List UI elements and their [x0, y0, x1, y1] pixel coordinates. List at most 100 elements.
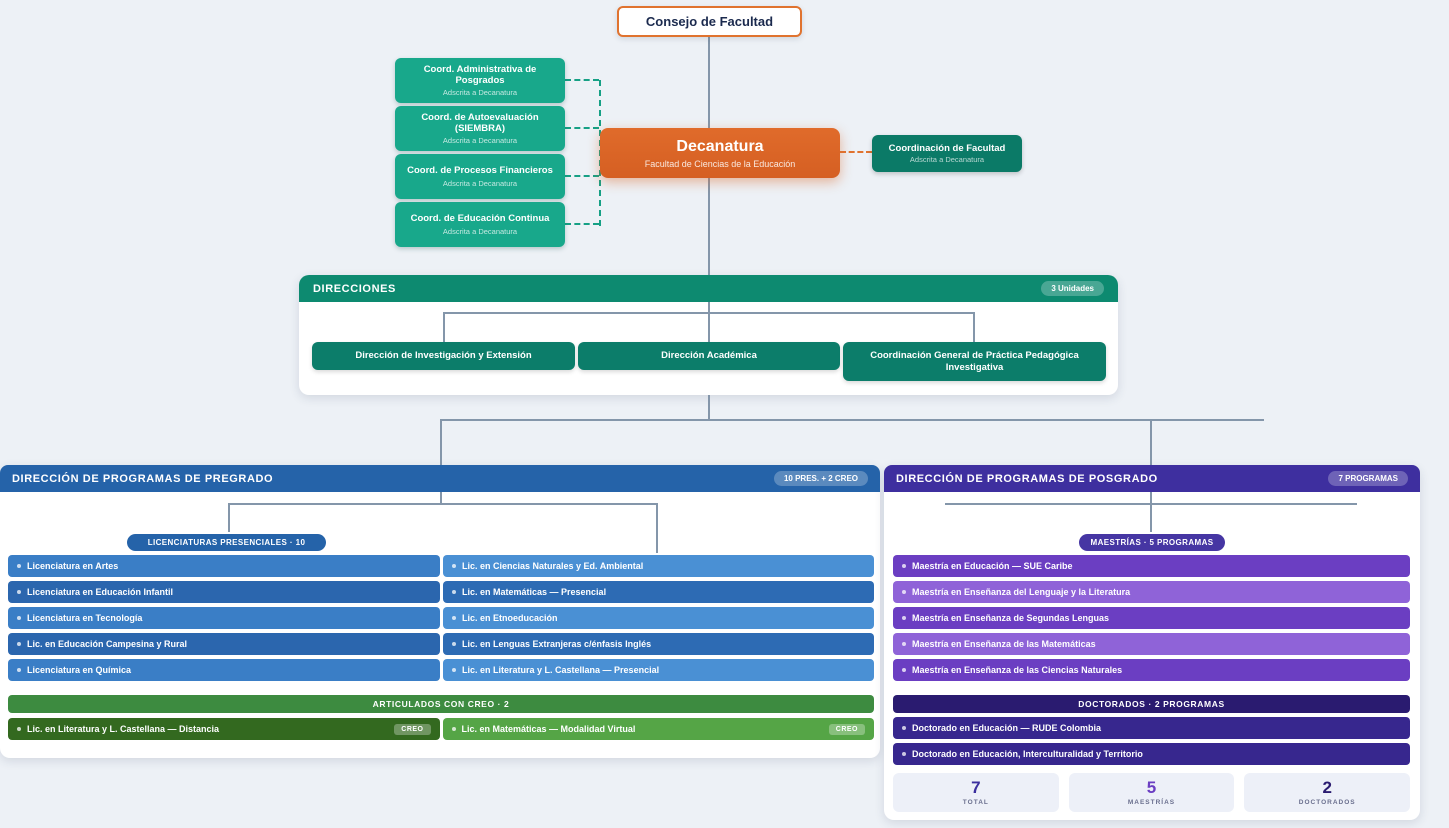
program-label: Licenciatura en Educación Infantil [27, 587, 174, 597]
program-label: Maestría en Educación — SUE Caribe [912, 561, 1073, 571]
program-item: Lic. en Matemáticas — Presencial [443, 581, 874, 603]
unit-coordinacion-practica-pedagogica: Coordinación General de Práctica Pedagóg… [843, 342, 1106, 381]
pregrado-count-badge: 10 PRES. + 2 CREO [773, 471, 868, 486]
stat-value: 2 [1322, 778, 1332, 797]
connector-line [228, 503, 230, 532]
dashed-connector-teal [565, 175, 599, 177]
program-item: Maestría en Enseñanza de las Matemáticas [893, 633, 1410, 655]
dashed-connector-teal [565, 127, 599, 129]
direcciones-count-badge: 3 Unidades [1041, 281, 1104, 296]
program-label: Maestría en Enseñanza de las Matemáticas [912, 639, 1096, 649]
node-consejo-de-facultad: Consejo de Facultad [617, 6, 802, 37]
dashed-connector-teal [565, 223, 599, 225]
creo-badge: CREO [828, 723, 865, 735]
node-coord-procesos-financieros: Coord. de Procesos Financieros Adscrita … [395, 154, 565, 199]
bullet-icon [451, 727, 456, 731]
node-subtitle: Adscrita a Decanatura [442, 226, 518, 236]
stat-label: DOCTORADOS [1298, 799, 1356, 806]
program-label: Maestría en Enseñanza del Lenguaje y la … [912, 587, 1131, 597]
program-label: Licenciatura en Tecnología [27, 613, 143, 623]
program-label: Lic. en Etnoeducación [462, 613, 558, 623]
maestrias-label: MAESTRÍAS · 5 PROGRAMAS [1079, 534, 1225, 551]
node-coord-educacion-continua: Coord. de Educación Continua Adscrita a … [395, 202, 565, 247]
stat-label: MAESTRÍAS [1127, 799, 1176, 806]
bullet-icon [17, 616, 21, 620]
bullet-icon [452, 590, 456, 594]
program-label: Lic. en Matemáticas — Modalidad Virtual [461, 724, 636, 734]
bullet-icon [17, 642, 21, 646]
posgrado-title: DIRECCIÓN DE PROGRAMAS DE POSGRADO [896, 472, 1158, 485]
program-item: Lic. en Educación Campesina y Rural [8, 633, 440, 655]
node-coordinacion-de-facultad: Coordinación de Facultad Adscrita a Deca… [872, 135, 1022, 172]
node-decanatura: Decanatura Facultad de Ciencias de la Ed… [600, 128, 840, 178]
stat-label: TOTAL [962, 799, 989, 806]
dashed-connector-orange [840, 151, 872, 153]
bullet-icon [902, 642, 906, 646]
program-item: Licenciatura en Tecnología [8, 607, 440, 629]
bullet-icon [17, 564, 21, 568]
stat-doctorados: 2 DOCTORADOS [1244, 773, 1411, 812]
connector-line [443, 312, 445, 342]
program-label: Lic. en Literatura y L. Castellana — Dis… [27, 724, 220, 734]
direcciones-header: DIRECCIONES 3 Unidades [299, 275, 1118, 302]
program-item: Doctorado en Educación — RUDE Colombia [893, 717, 1410, 739]
connector-line [708, 37, 710, 128]
program-label: Lic. en Matemáticas — Presencial [462, 587, 607, 597]
node-subtitle: Adscrita a Decanatura [442, 178, 518, 188]
bullet-icon [452, 668, 456, 672]
stat-value: 7 [971, 778, 981, 797]
bullet-icon [17, 590, 21, 594]
node-title: Consejo de Facultad [645, 14, 774, 29]
node-title: Coord. de Autoevaluación (SIEMBRA) [421, 111, 539, 134]
program-label: Lic. en Educación Campesina y Rural [27, 639, 188, 649]
connector-line [708, 395, 710, 419]
connector-line [708, 178, 710, 275]
node-coord-autoevaluacion-siembra: Coord. de Autoevaluación (SIEMBRA) Adscr… [395, 106, 565, 151]
bullet-icon [902, 590, 906, 594]
program-item: Lic. en Ciencias Naturales y Ed. Ambient… [443, 555, 874, 577]
pregrado-left-column: Licenciatura en Artes Licenciatura en Ed… [8, 555, 440, 681]
stat-total: 7 TOTAL [893, 773, 1059, 812]
program-item: Licenciatura en Artes [8, 555, 440, 577]
posgrado-section-header: DIRECCIÓN DE PROGRAMAS DE POSGRADO 7 PRO… [884, 465, 1420, 492]
bullet-icon [902, 616, 906, 620]
connector-line [1150, 492, 1152, 503]
program-label: Maestría en Enseñanza de las Ciencias Na… [912, 665, 1123, 675]
bullet-icon [902, 668, 906, 672]
program-label: Lic. en Literatura y L. Castellana — Pre… [462, 665, 660, 675]
program-item: Lic. en Matemáticas — Modalidad Virtual … [442, 718, 874, 740]
program-item: Lic. en Lenguas Extranjeras c/énfasis In… [443, 633, 874, 655]
connector-line [973, 312, 975, 342]
posgrado-stats: 7 TOTAL 5 MAESTRÍAS 2 DOCTORADOS [893, 773, 1411, 812]
program-label: Doctorado en Educación, Interculturalida… [912, 749, 1143, 759]
node-subtitle: Facultad de Ciencias de la Educación [644, 158, 796, 169]
unit-direccion-academica: Dirección Académica [578, 342, 840, 370]
node-title: Coordinación de Facultad [888, 143, 1006, 154]
pregrado-title: DIRECCIÓN DE PROGRAMAS DE PREGRADO [12, 472, 274, 485]
doctorados-bar: DOCTORADOS · 2 PROGRAMAS [893, 695, 1410, 713]
node-title: Coord. de Procesos Financieros [407, 165, 553, 177]
node-subtitle: Adscrita a Decanatura [442, 88, 518, 98]
program-item: Doctorado en Educación, Interculturalida… [893, 743, 1410, 765]
bullet-icon [452, 642, 456, 646]
program-label: Lic. en Ciencias Naturales y Ed. Ambient… [462, 561, 644, 571]
connector-line [1150, 503, 1152, 532]
bullet-icon [452, 616, 456, 620]
creo-badge: CREO [394, 723, 431, 735]
licenciaturas-presenciales-label: LICENCIATURAS PRESENCIALES · 10 [127, 534, 326, 551]
maestrias-column: Maestría en Educación — SUE Caribe Maest… [893, 555, 1410, 681]
connector-line [440, 419, 442, 465]
direcciones-title: DIRECCIONES [313, 282, 396, 295]
bullet-icon [902, 564, 906, 568]
program-label: Lic. en Lenguas Extranjeras c/énfasis In… [462, 639, 652, 649]
posgrado-count-badge: 7 PROGRAMAS [1328, 471, 1408, 486]
program-label: Licenciatura en Química [27, 665, 132, 675]
program-label: Licenciatura en Artes [27, 561, 119, 571]
pregrado-right-column: Lic. en Ciencias Naturales y Ed. Ambient… [443, 555, 874, 681]
program-item: Maestría en Educación — SUE Caribe [893, 555, 1410, 577]
stat-maestrias: 5 MAESTRÍAS [1068, 773, 1235, 812]
bullet-icon [902, 726, 906, 730]
node-coord-administrativa-de-posgrados: Coord. Administrativa de Posgrados Adscr… [395, 58, 565, 103]
connector-line [440, 419, 1264, 421]
